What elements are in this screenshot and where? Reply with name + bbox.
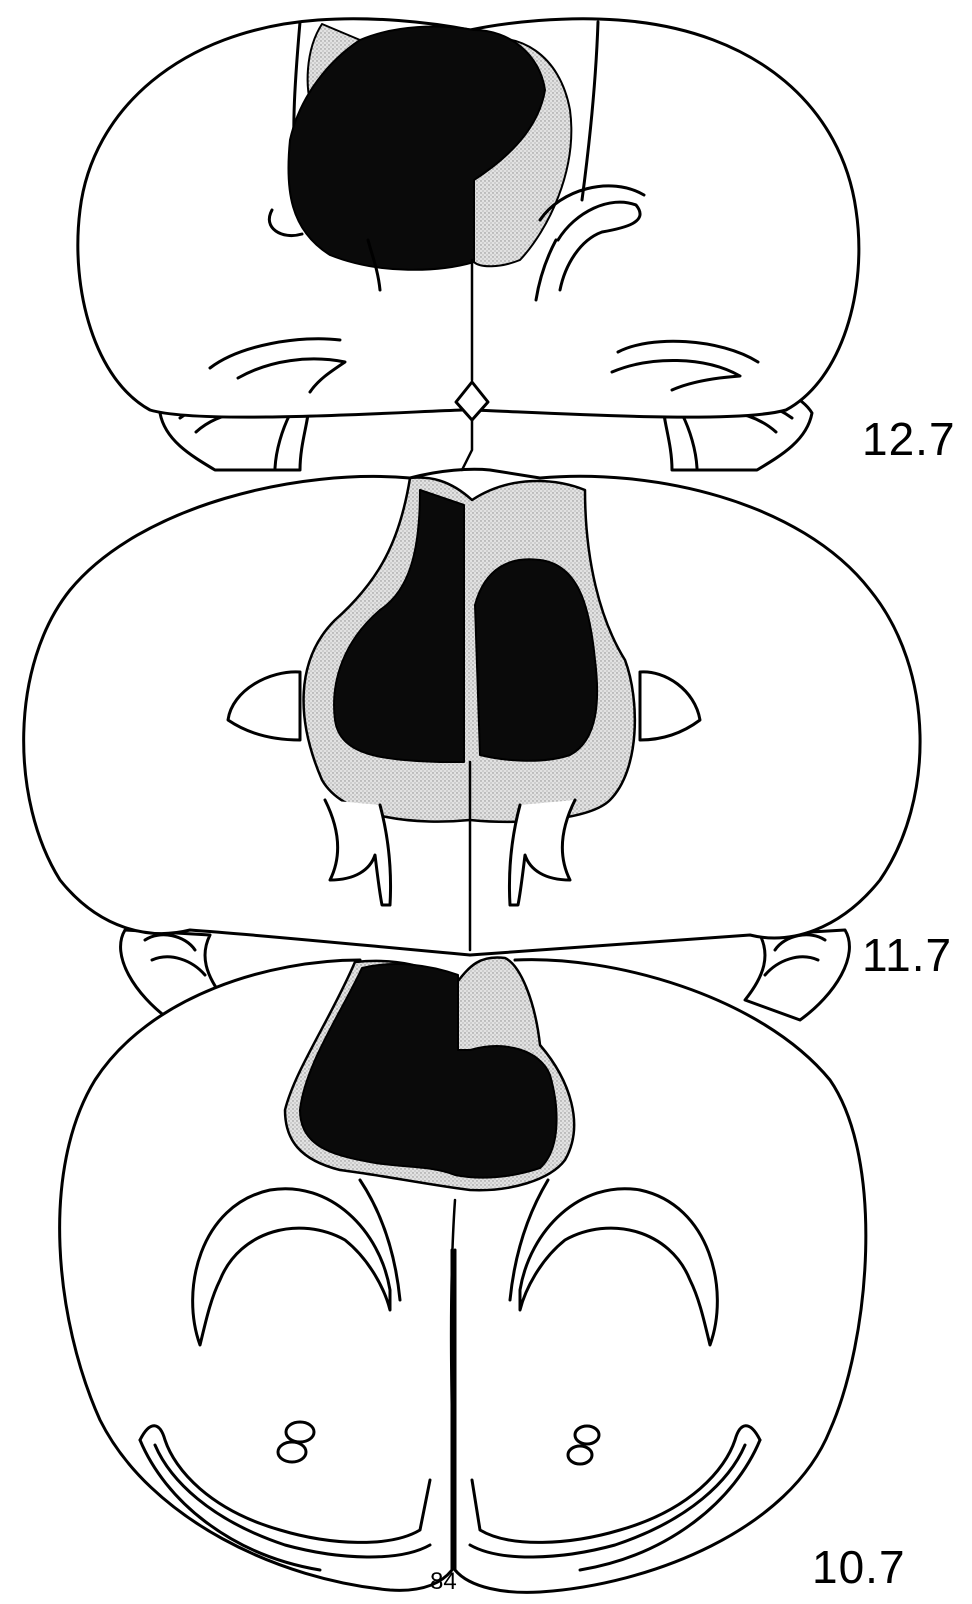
section-label-12-7: 12.7 [862,412,956,466]
lesion-core-11-7-right [475,559,597,761]
page-number: 84 [430,1568,457,1596]
section-12-7 [78,19,859,470]
section-11-7 [24,469,920,1020]
small-oval-left-a [286,1422,314,1442]
section-10-7 [60,957,866,1592]
small-oval-right-a [575,1426,599,1444]
small-oval-right-b [568,1446,592,1464]
small-oval-left-b [278,1442,306,1462]
section-label-11-7: 11.7 [862,928,952,982]
section-label-10-7: 10.7 [812,1540,906,1594]
olfactory-lobe-right-mid [745,930,849,1020]
